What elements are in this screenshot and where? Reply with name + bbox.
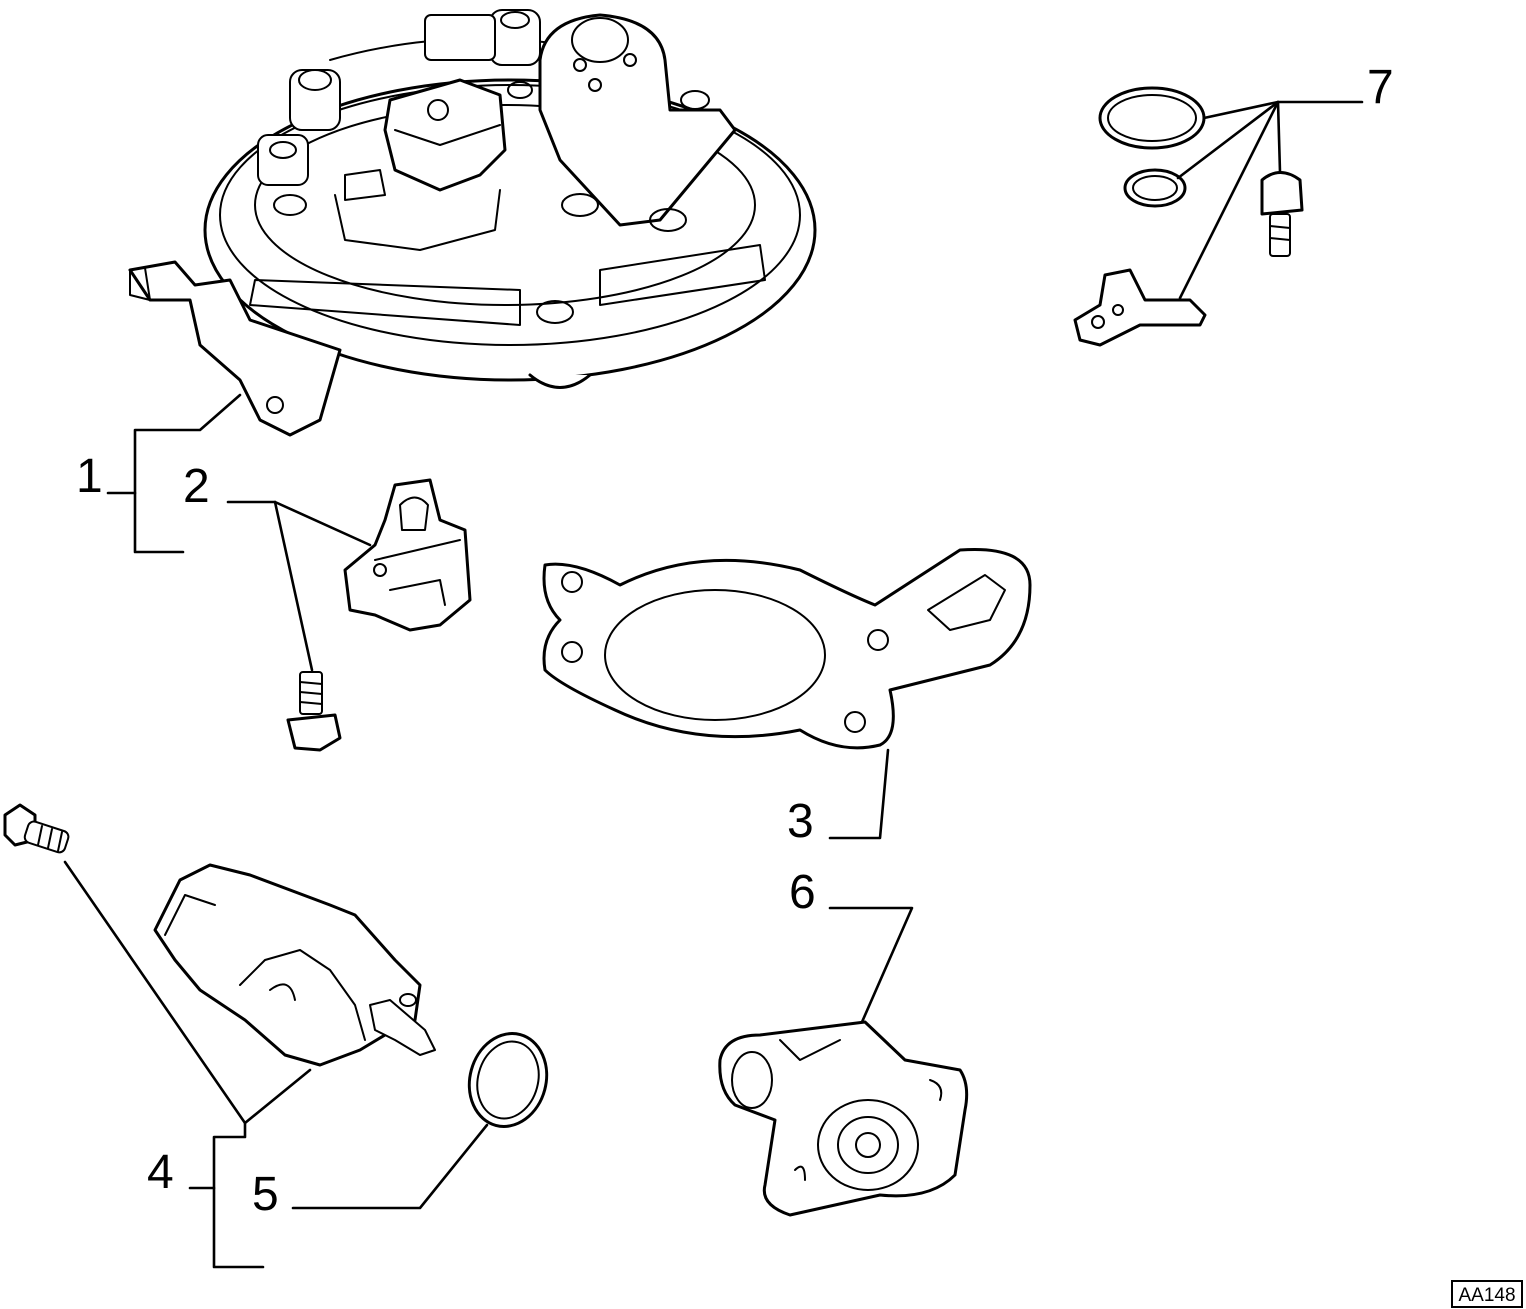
callout-6: 6 xyxy=(789,866,816,919)
part-5-o-ring xyxy=(467,1032,549,1128)
leader-lines xyxy=(63,100,1364,1269)
reference-code: AA148 xyxy=(1458,1285,1515,1306)
part-2-sensor xyxy=(286,478,472,752)
reference-code-box: AA148 xyxy=(1451,1280,1523,1308)
callout-4: 4 xyxy=(147,1146,174,1199)
part-4-idle-actuator xyxy=(3,803,436,1067)
part-7-seal-kit xyxy=(1073,86,1304,347)
callout-7: 7 xyxy=(1367,61,1394,114)
part-1-throttle-body xyxy=(128,9,817,437)
callout-2: 2 xyxy=(183,460,210,513)
callout-1: 1 xyxy=(76,450,103,503)
callout-3: 3 xyxy=(787,795,814,848)
part-3-gasket xyxy=(542,547,1032,750)
part-6-position-sensor xyxy=(718,1020,969,1217)
callout-5: 5 xyxy=(252,1168,279,1221)
